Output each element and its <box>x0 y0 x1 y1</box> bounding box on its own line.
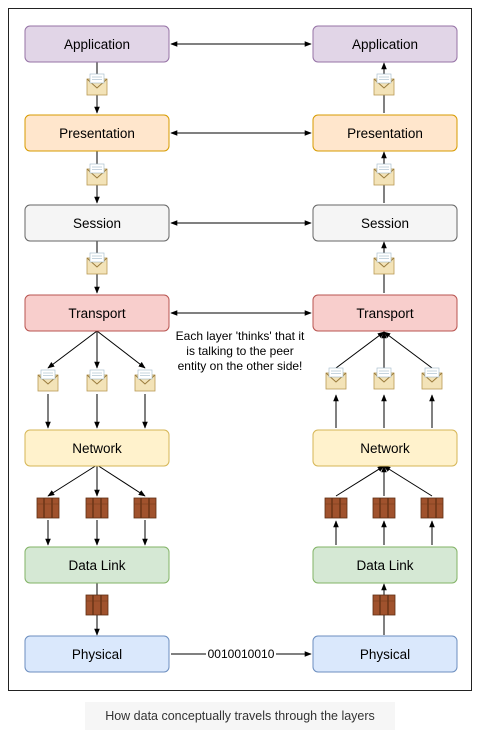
envelope-icon <box>373 252 395 275</box>
peer-note-line-2: is talking to the peer <box>186 344 293 358</box>
sender-transport-layer: Transport <box>24 294 170 332</box>
envelope-icon <box>373 73 395 96</box>
envelope-icon <box>86 163 108 186</box>
layer-box <box>24 25 170 63</box>
envelope-icon <box>373 163 395 186</box>
layer-label: Application <box>64 37 130 52</box>
envelope-icon <box>37 369 59 392</box>
box-icon <box>36 497 60 519</box>
receiver-presentation-layer: Presentation <box>312 114 458 152</box>
layer-box <box>24 429 170 467</box>
peer-note-line-3: entity on the other side! <box>178 359 303 373</box>
layer-label: Physical <box>72 647 122 662</box>
layer-box <box>312 294 458 332</box>
envelope-icon <box>86 73 108 96</box>
sender-session-layer: Session <box>24 204 170 242</box>
sender-network-layer: Network <box>24 429 170 467</box>
receiver-network-layer: Network <box>312 429 458 467</box>
box-icon <box>133 497 157 519</box>
envelope-icon <box>86 369 108 392</box>
layer-label: Application <box>352 37 418 52</box>
layer-box <box>312 25 458 63</box>
layer-label: Data Link <box>68 558 125 573</box>
box-icon <box>85 497 109 519</box>
layer-box <box>312 429 458 467</box>
box-icon <box>372 497 396 519</box>
layer-label: Presentation <box>59 126 135 141</box>
layer-box <box>312 114 458 152</box>
layer-box <box>312 635 458 673</box>
layer-box <box>312 204 458 242</box>
layer-label: Network <box>72 441 122 456</box>
figure-caption: How data conceptually travels through th… <box>85 702 395 730</box>
box-icon <box>324 497 348 519</box>
envelope-icon <box>421 367 443 390</box>
receiver-application-layer: Application <box>312 25 458 63</box>
sender-physical-layer: Physical <box>24 635 170 673</box>
layer-box <box>24 294 170 332</box>
receiver-datalink-layer: Data Link <box>312 546 458 584</box>
envelope-icon <box>325 367 347 390</box>
receiver-session-layer: Session <box>312 204 458 242</box>
layer-label: Network <box>360 441 410 456</box>
peer-arrows <box>170 41 312 657</box>
envelope-icon <box>86 252 108 275</box>
peer-note-line-1: Each layer 'thinks' that it <box>176 329 305 343</box>
box-icon <box>372 594 396 616</box>
layer-box <box>24 204 170 242</box>
box-icon <box>85 594 109 616</box>
envelope-icon <box>134 369 156 392</box>
layer-label: Session <box>73 216 121 231</box>
layer-label: Transport <box>68 306 126 321</box>
layer-box <box>312 546 458 584</box>
layer-label: Session <box>361 216 409 231</box>
layer-box <box>24 546 170 584</box>
sender-presentation-layer: Presentation <box>24 114 170 152</box>
sender-datalink-layer: Data Link <box>24 546 170 584</box>
sender-stack: ApplicationPresentationSessionTransportN… <box>24 25 170 673</box>
envelope-icon <box>373 367 395 390</box>
bit-stream-background <box>206 646 276 662</box>
layer-label: Data Link <box>356 558 413 573</box>
layer-box <box>24 635 170 673</box>
receiver-physical-layer: Physical <box>312 635 458 673</box>
layer-box <box>24 114 170 152</box>
receiver-transport-layer: Transport <box>312 294 458 332</box>
receiver-stack: ApplicationPresentationSessionTransportN… <box>312 25 458 673</box>
bit-stream-label: 0010010010 <box>208 647 275 661</box>
layer-label: Transport <box>356 306 414 321</box>
box-icon <box>420 497 444 519</box>
sender-application-layer: Application <box>24 25 170 63</box>
layer-label: Physical <box>360 647 410 662</box>
layer-label: Presentation <box>347 126 423 141</box>
